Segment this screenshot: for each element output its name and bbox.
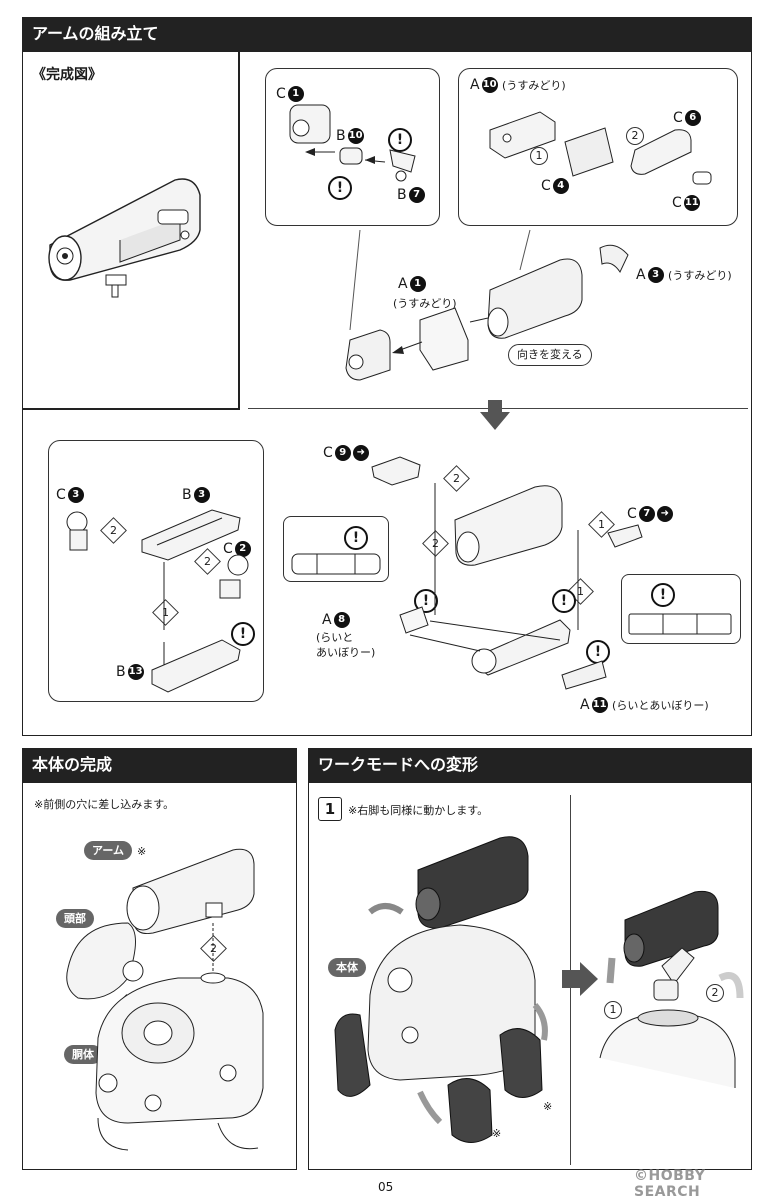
completed-arm-illustration (48, 178, 201, 298)
right-arrow-icon (562, 962, 598, 996)
label-head: 頭部 (56, 909, 94, 928)
arm-base-illustration (371, 456, 643, 690)
section-title-arm: アームの組み立て (32, 24, 159, 43)
frame-parts-illustration (489, 111, 712, 185)
section-header-arm-assembly: アームの組み立て (22, 17, 752, 51)
step-marker-1: 1 (604, 1001, 622, 1019)
down-arrow-icon (480, 400, 510, 430)
step-marker-2: 2 (706, 984, 724, 1002)
step-number-box: 1 (318, 797, 342, 821)
completed-label: 《完成図》 (32, 67, 102, 83)
warning-icon: ! (552, 589, 576, 613)
label-arm: アーム (84, 841, 133, 860)
work-mode-result-illustration (599, 890, 744, 1088)
warning-icon: ! (328, 176, 352, 200)
body-note: ※前側の穴に差し込みます。 (34, 798, 175, 811)
warning-icon: ! (231, 622, 255, 646)
arm-note-mark: ※ (137, 845, 147, 858)
warning-icon: ! (344, 526, 368, 550)
work-note: ※右脚も同様に動かします。 (348, 804, 489, 817)
rotate-note: 向きを変える (508, 344, 592, 366)
detail-part-illustration (291, 553, 381, 575)
part-note-a8: (らいと あいぼりー) (316, 631, 376, 659)
work-mode-robot-illustration (334, 836, 548, 1143)
section-header-work-mode: ワークモードへの変形 (308, 748, 752, 782)
label-torso: 胴体 (64, 1045, 102, 1064)
warning-icon: ! (388, 128, 412, 152)
joint-parts-illustration (66, 509, 249, 693)
cut-icon: ➜ (656, 506, 673, 522)
divider-horizontal-left (22, 408, 240, 410)
body-assembly-illustration (66, 848, 264, 1151)
section-title-work-mode: ワークモードへの変形 (318, 755, 479, 774)
warning-icon: ! (651, 583, 675, 607)
work-mark: ※ (543, 1100, 553, 1113)
warning-icon: ! (414, 589, 438, 613)
page-number: 05 (378, 1180, 394, 1194)
section-title-body: 本体の完成 (32, 755, 113, 774)
watermark: ©HOBBY SEARCH (634, 1168, 706, 1200)
label-body: 本体 (328, 958, 366, 977)
divider-vertical (238, 51, 240, 409)
section-header-body-complete: 本体の完成 (22, 748, 297, 782)
part-note-a1: (うすみどり) (393, 297, 457, 310)
arm-exploded-illustration (345, 229, 629, 381)
step-marker-2: 2 (626, 127, 644, 145)
work-mark: ※ (492, 1127, 502, 1140)
detail-part-illustration (628, 613, 732, 635)
small-parts-illustration (289, 104, 416, 182)
step-marker-1: 1 (530, 147, 548, 165)
cut-icon: ➜ (352, 445, 369, 461)
